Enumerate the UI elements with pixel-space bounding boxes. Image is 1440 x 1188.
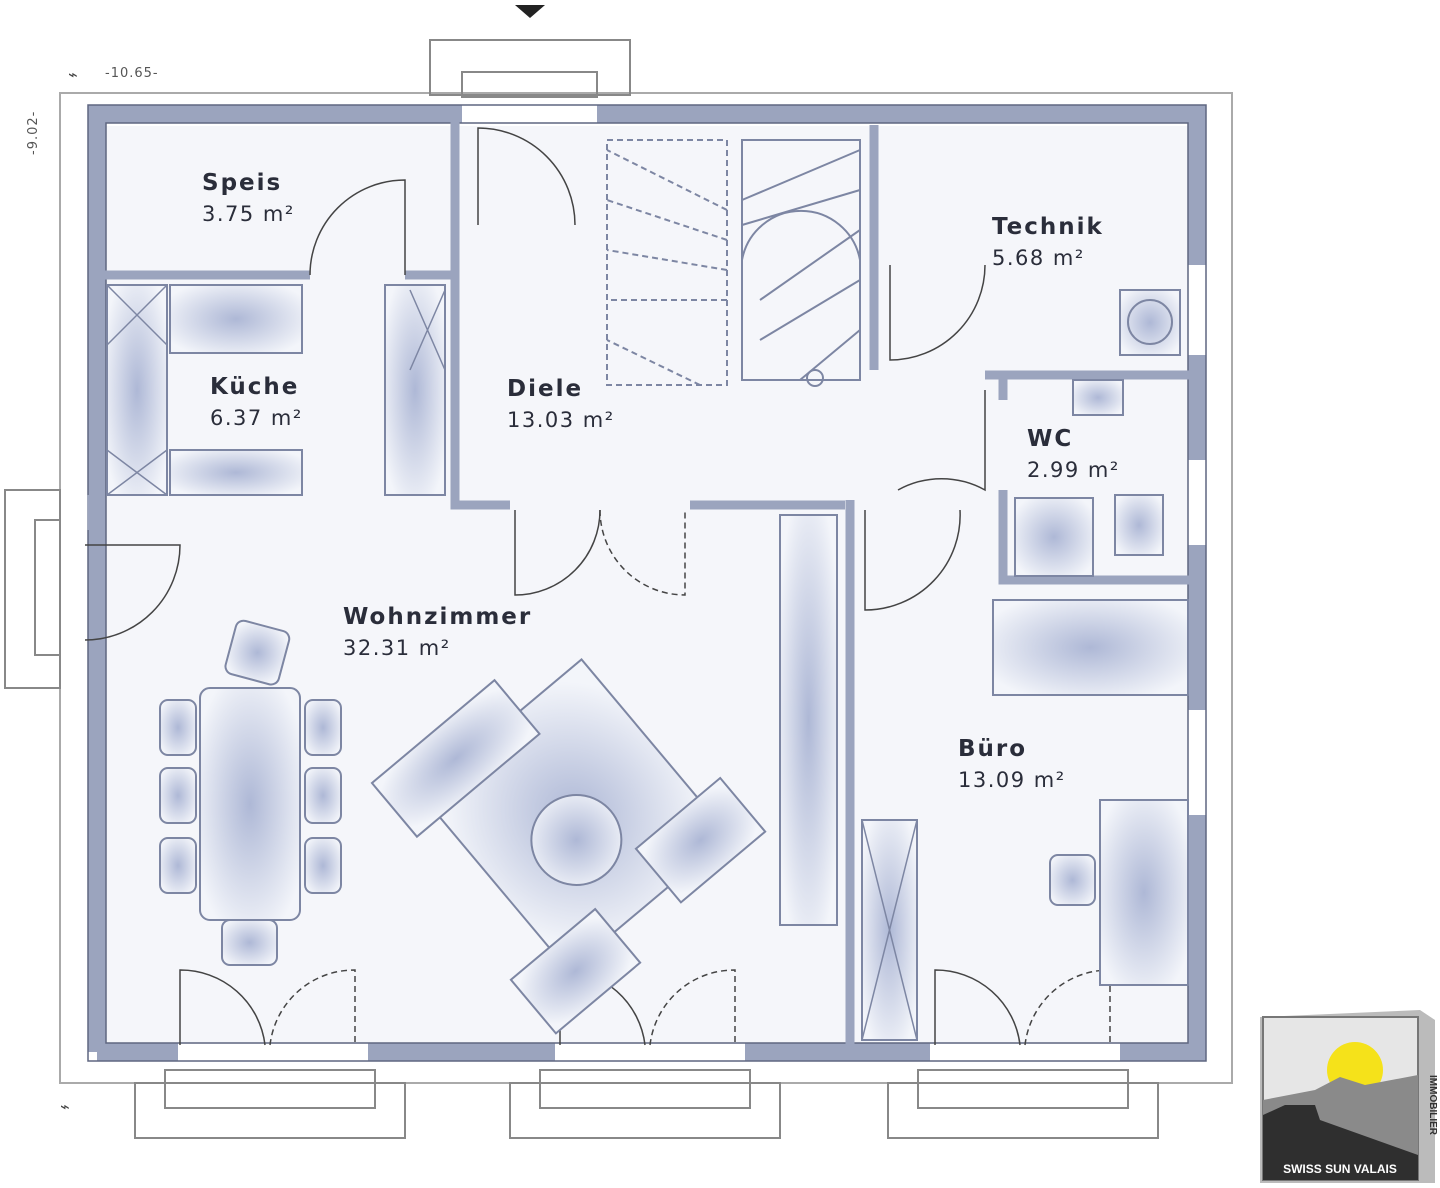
company-logo: SWISS SUN VALAIS IMMOBILIER <box>1260 1010 1438 1183</box>
depth-dimension: -9.02- <box>26 110 41 155</box>
width-dimension: -10.65- <box>105 66 159 81</box>
window-bays <box>4 39 1159 1139</box>
bed <box>992 599 1189 696</box>
north-marker-icon: ⌁ <box>68 65 78 84</box>
cabinets <box>779 514 1189 1041</box>
entrance-arrow-icon <box>515 5 545 18</box>
logo-text: SWISS SUN VALAIS <box>1283 1162 1397 1176</box>
north-marker-icon: ⌁ <box>60 1097 70 1116</box>
dining-table <box>159 619 342 966</box>
kitchen-units <box>106 284 446 496</box>
sofa-group <box>370 658 767 1035</box>
logo-side-text: IMMOBILIER <box>1427 1075 1438 1136</box>
interior-walls <box>87 122 1190 1050</box>
staircase <box>606 139 861 387</box>
sanitary-fixtures <box>1014 289 1181 577</box>
outer-walls <box>88 105 1206 1061</box>
